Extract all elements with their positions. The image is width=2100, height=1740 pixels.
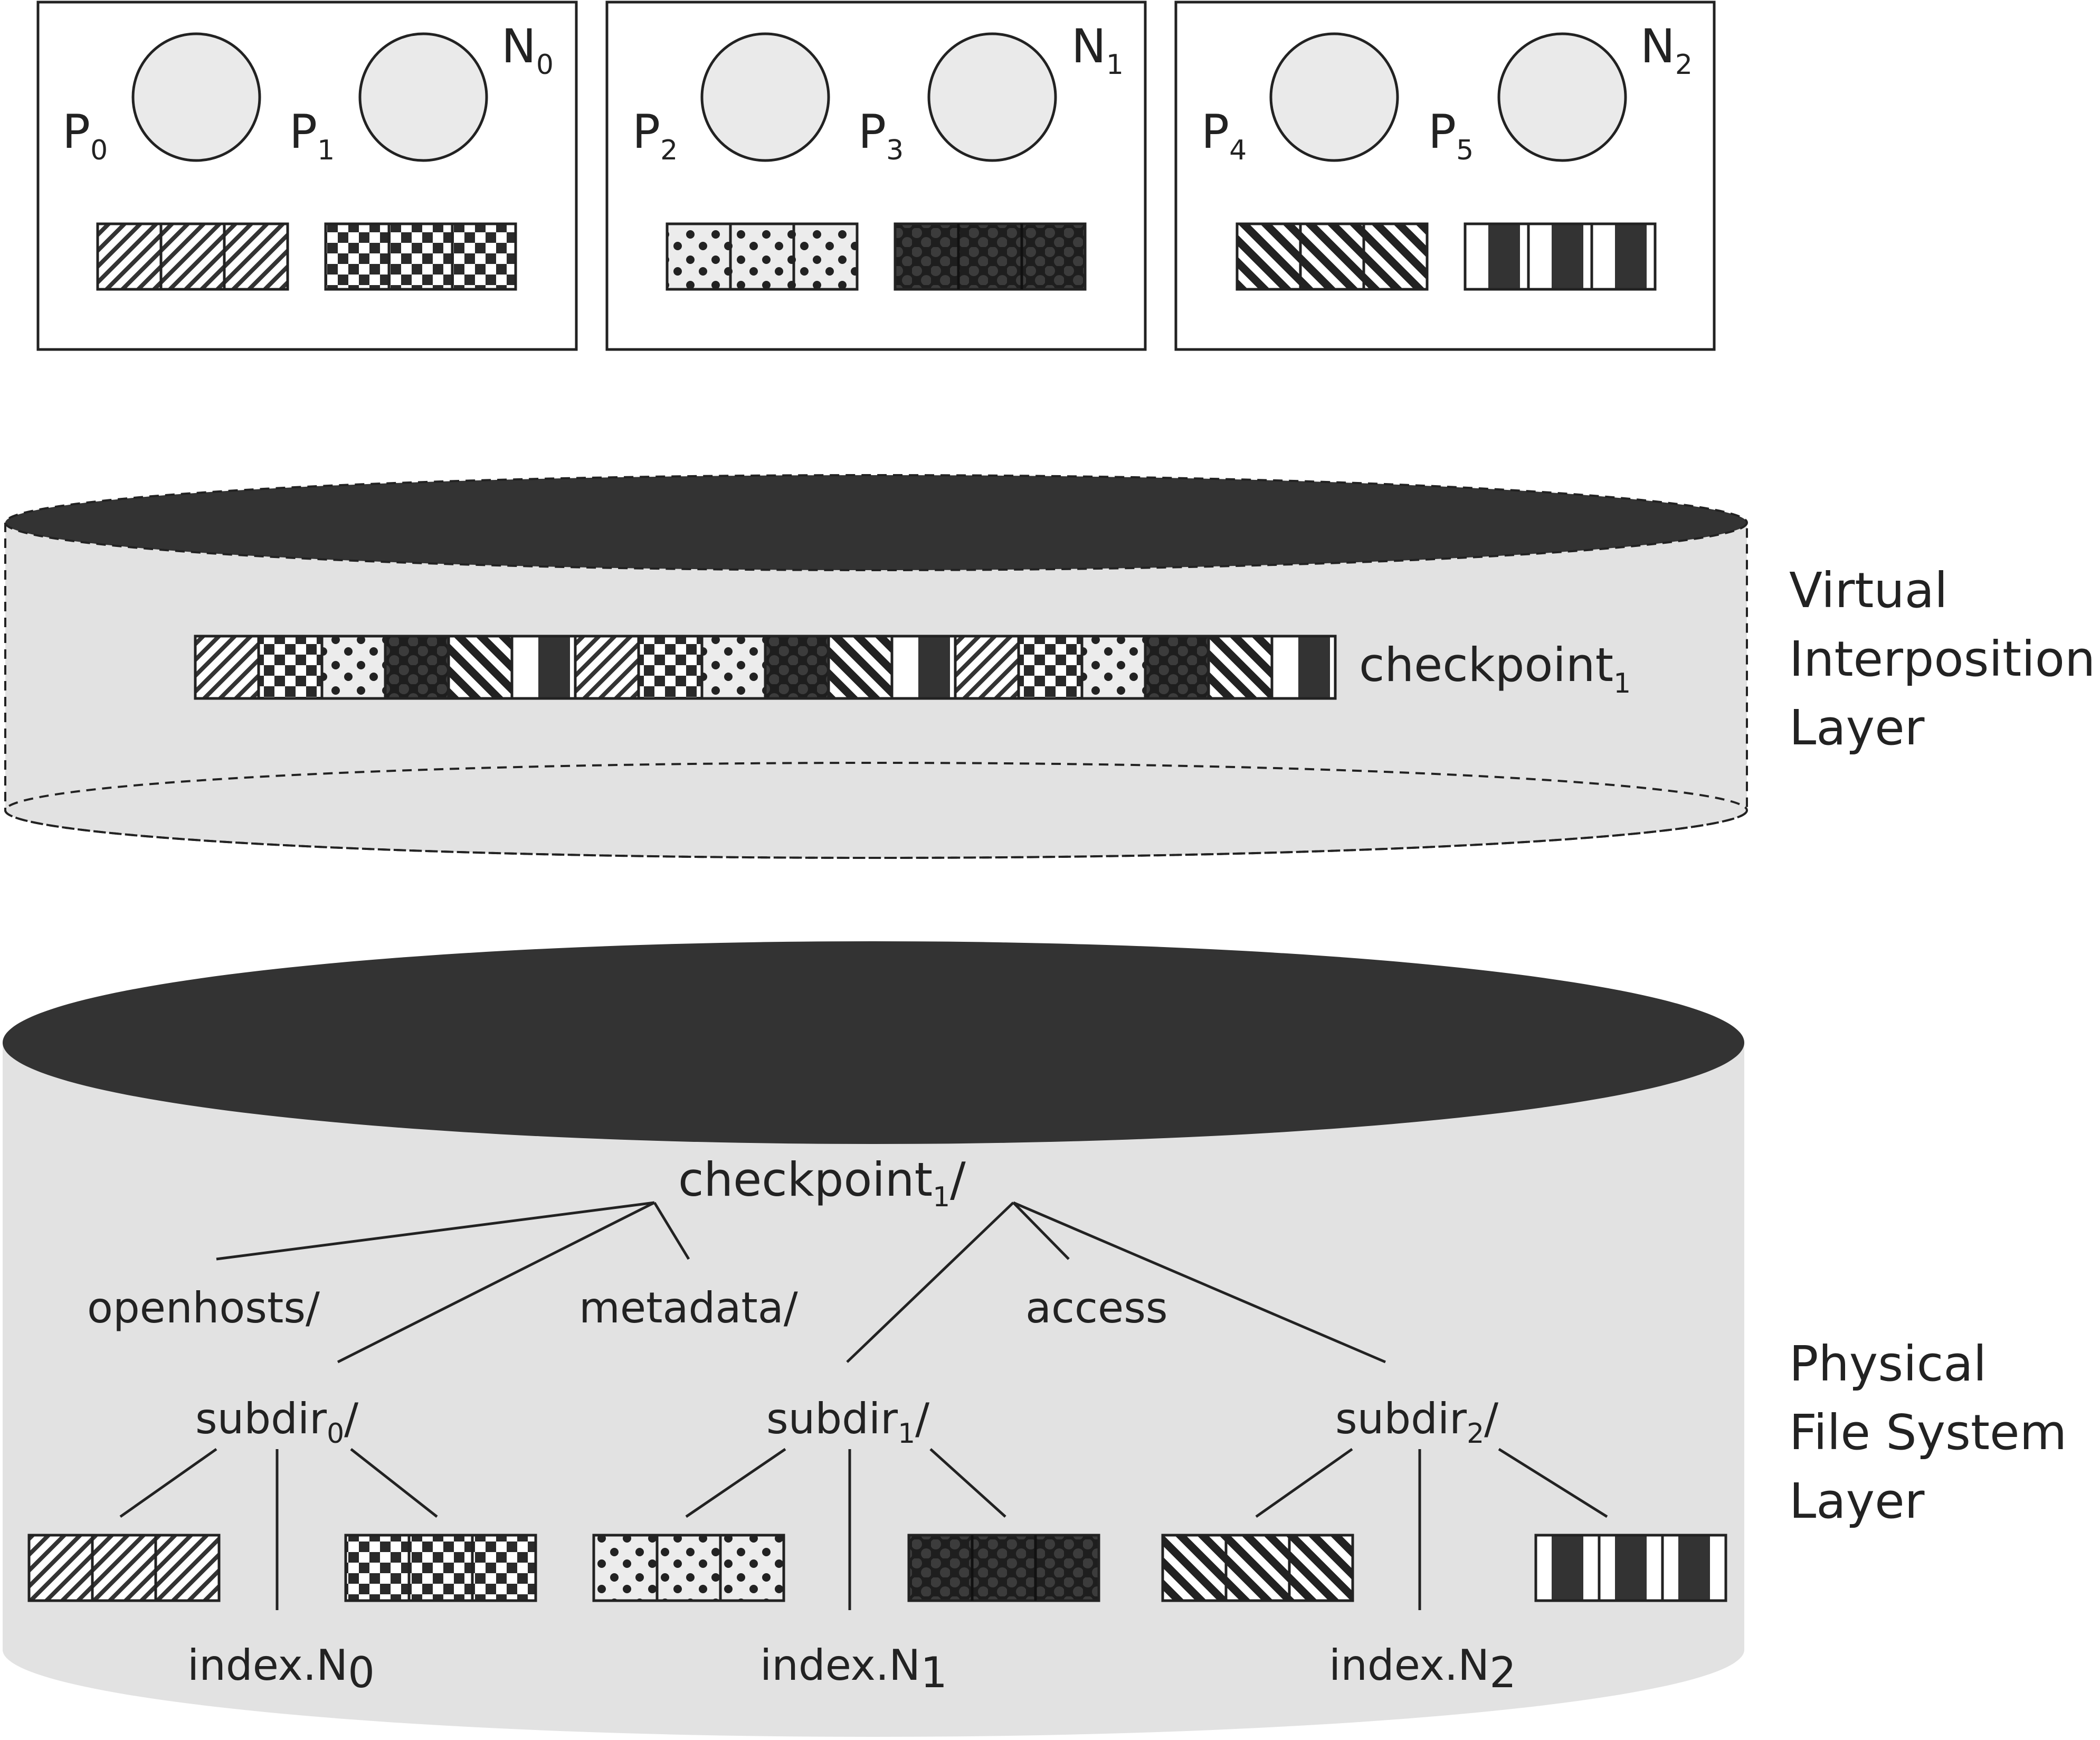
virtual-file-label: checkpoint1 [1359, 638, 1631, 699]
data-block [894, 222, 1087, 291]
strip-segment [257, 635, 324, 700]
node-label: N1 [1071, 19, 1124, 81]
index-file-label: index.N0 [187, 1641, 375, 1697]
compute-node-n0: N0 P0 P1 [36, 1, 578, 351]
data-block [1464, 222, 1657, 291]
process-label: P4 [1201, 105, 1247, 166]
physical-cylinder-top [3, 941, 1744, 1144]
process-circle [1497, 32, 1627, 162]
process-circle [700, 32, 830, 162]
virtual-layer-caption: Virtual Interposition Layer [1789, 562, 2095, 756]
physical-layer-cylinder: checkpoint1/ openhosts/ metadata/ access… [3, 941, 1744, 1737]
file-access: access [1025, 1283, 1168, 1332]
strip-segment [954, 635, 1020, 700]
process-circle [1269, 32, 1399, 162]
process-label: P5 [1428, 105, 1474, 166]
strip-segment [890, 635, 957, 700]
strip-segment [384, 635, 450, 700]
compute-node-n2: N2 P4 P5 [1174, 1, 1716, 351]
virtual-cylinder-top [4, 474, 1748, 571]
file-metadata: metadata/ [579, 1283, 798, 1332]
checkpoint-directory-label: checkpoint1/ [678, 1152, 966, 1213]
data-block [1161, 1534, 1354, 1602]
layer-caption-line: Layer [1789, 1473, 1925, 1529]
data-block [666, 222, 859, 291]
node-box [36, 1, 578, 351]
strip-segment [1017, 635, 1084, 700]
data-block [592, 1534, 785, 1602]
data-block [27, 1534, 221, 1602]
data-block [96, 222, 289, 291]
virtual-cylinder-bottom-edge [4, 762, 1748, 859]
virtual-layer-cylinder: checkpoint1 [4, 474, 1748, 859]
strip-segment [764, 635, 830, 700]
layer-caption-line: Interposition [1789, 631, 2095, 687]
subdir-label: subdir1/ [766, 1394, 929, 1450]
strip-segment [827, 635, 894, 700]
subdir-label: subdir0/ [195, 1394, 358, 1450]
process-label: P0 [62, 105, 108, 166]
node-box [605, 1, 1147, 351]
index-file-label: index.N2 [1329, 1641, 1516, 1697]
data-block [344, 1534, 537, 1602]
strip-segment [1270, 635, 1337, 700]
physical-layer-caption: Physical File System Layer [1789, 1336, 2067, 1529]
data-block [1236, 222, 1429, 291]
subdir-label: subdir2/ [1335, 1394, 1498, 1450]
strip-segment [447, 635, 514, 700]
strip-segment [637, 635, 704, 700]
tree-connectors [119, 1201, 1608, 1610]
node-label: N0 [501, 19, 554, 81]
compute-node-n1: N1 P2 P3 [605, 1, 1147, 351]
layer-caption-line: Physical [1789, 1336, 1987, 1392]
file-openhosts: openhosts/ [87, 1283, 320, 1332]
process-circle [358, 32, 488, 162]
layer-caption-line: Layer [1789, 699, 1925, 756]
process-circle [131, 32, 261, 162]
strip-segment [1080, 635, 1147, 700]
physical-cylinder-body [3, 1043, 1744, 1737]
process-label: P1 [289, 105, 335, 166]
layer-caption-line: File System [1789, 1404, 2067, 1461]
index-file-label: index.N1 [760, 1641, 947, 1697]
virtual-checkpoint-file-strip [194, 635, 1337, 700]
strip-segment [320, 635, 387, 700]
data-block [907, 1534, 1100, 1602]
data-block [1534, 1534, 1727, 1602]
node-label: N2 [1640, 19, 1693, 81]
compute-nodes: N0 P0 P1 N1 P2 P3 [36, 1, 1716, 351]
layer-caption-line: Virtual [1789, 562, 1948, 619]
strip-segment [574, 635, 640, 700]
process-circle [927, 32, 1057, 162]
node-box [1174, 1, 1716, 351]
strip-segment [510, 635, 577, 700]
process-label: P2 [632, 105, 678, 166]
strip-segment [1144, 635, 1210, 700]
strip-segment [194, 635, 260, 700]
process-label: P3 [858, 105, 904, 166]
data-block [324, 222, 517, 291]
strip-segment [700, 635, 767, 700]
strip-segment [1207, 635, 1274, 700]
